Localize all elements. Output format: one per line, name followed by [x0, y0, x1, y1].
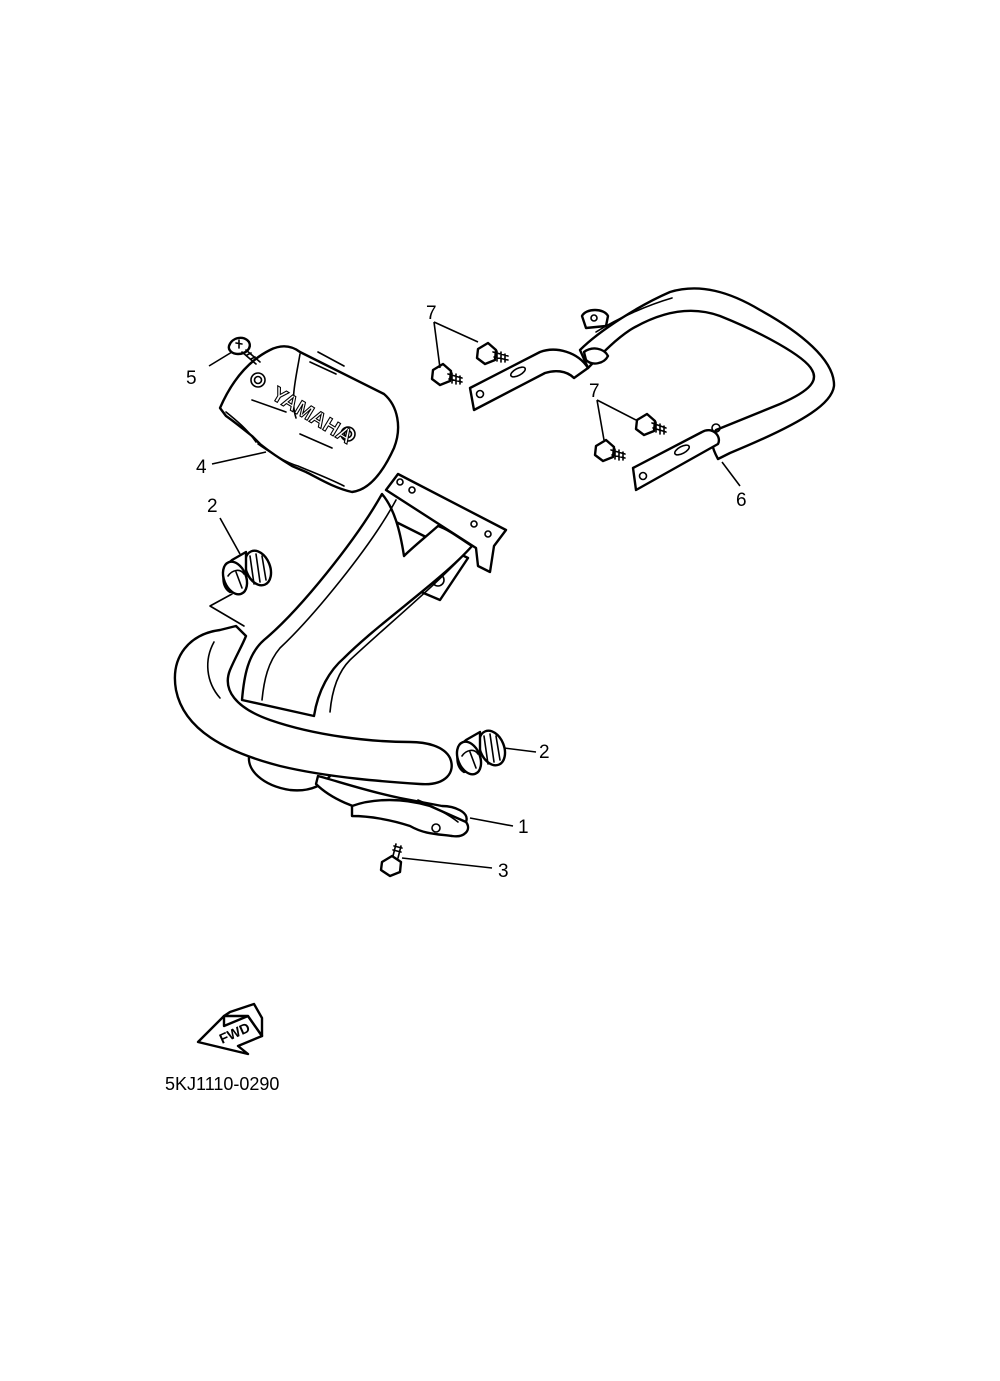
handlebar-pad: YAMAHA: [218, 345, 400, 494]
callout-6: 6: [736, 490, 747, 511]
screw-5: [227, 336, 261, 365]
callout-7-lower: 7: [589, 381, 600, 402]
front-guard: [173, 472, 508, 838]
callout-2-lower: 2: [539, 742, 550, 763]
callout-4: 4: [196, 457, 207, 478]
callout-7-upper: 7: [426, 303, 437, 324]
callout-5: 5: [186, 368, 197, 389]
grip-2-lower: [455, 729, 507, 776]
bolt-7-upper-b: [430, 362, 463, 387]
callout-1: 1: [518, 817, 529, 838]
bolt-7-lower-b: [593, 438, 626, 463]
leader-lines: [208, 321, 741, 869]
grip-2-upper: [221, 549, 273, 596]
rear-grab-bar: [468, 287, 836, 492]
callout-3: 3: [498, 861, 509, 882]
fwd-arrow-icon: FWD: [196, 1002, 264, 1056]
bolt-7-upper-a: [475, 341, 509, 366]
diagram-code: 5KJ1110-0290: [165, 1074, 279, 1094]
callout-2-upper: 2: [207, 496, 218, 517]
bolt-3: [379, 843, 403, 878]
bolt-7-lower-a: [634, 412, 667, 437]
